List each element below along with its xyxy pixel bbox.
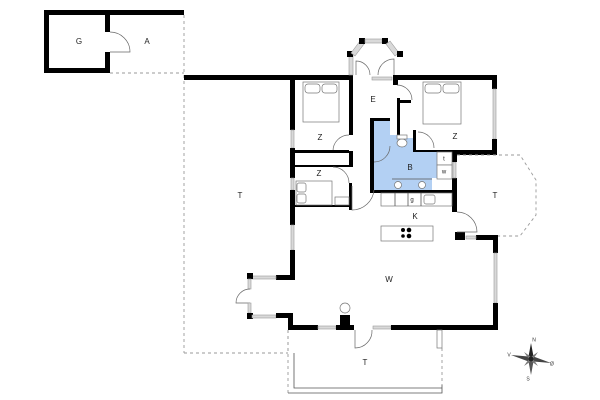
label-bathroom: B (407, 163, 412, 172)
label-bedroom-ne: Z (453, 132, 458, 141)
main-walls (184, 75, 498, 349)
label-garage: G (76, 37, 82, 46)
compass-north: N (532, 337, 536, 343)
beds (295, 81, 462, 206)
label-entrance: E (370, 95, 375, 104)
label-terrace-south: T (363, 358, 368, 367)
label-kitchen: K (412, 212, 418, 221)
south-terrace-outline (287, 329, 443, 394)
label-bedroom-nw: Z (318, 133, 323, 142)
west-terrace-outline (183, 75, 289, 354)
bathroom-area (373, 121, 437, 190)
label-terrace-west: T (238, 191, 243, 200)
compass-south: S (526, 376, 530, 382)
compass-west: V (507, 352, 511, 358)
label-toilet: t (443, 157, 445, 163)
label-terrace-east: T (493, 191, 498, 200)
kitchen-counters (380, 192, 453, 242)
entrance-bay (347, 38, 403, 76)
room-labels: G A T E Z Z Z B t w g K T W T (76, 37, 498, 367)
garage-annex-block (44, 10, 185, 74)
east-terrace-outline (457, 154, 537, 237)
label-living: W (385, 275, 393, 284)
compass-rose-icon: N Ø S V (507, 337, 554, 382)
label-gas: g (410, 198, 413, 204)
label-annex: A (144, 37, 150, 46)
label-bedroom-small: Z (317, 169, 322, 178)
utility-cabinets (436, 151, 453, 180)
compass-east: Ø (550, 361, 554, 367)
label-washer: w (441, 170, 447, 176)
